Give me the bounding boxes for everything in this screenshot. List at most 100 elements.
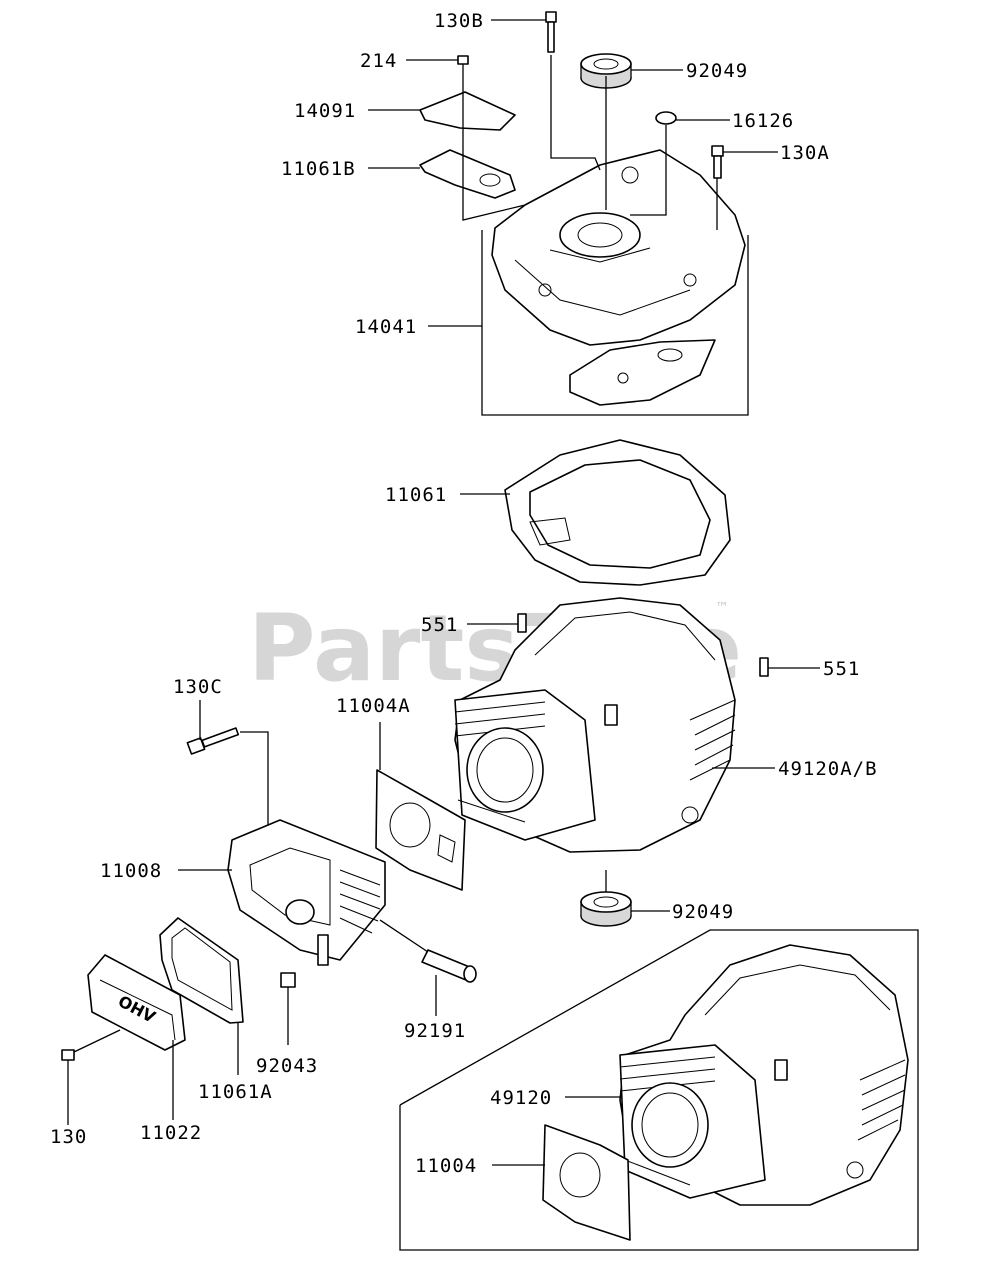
bolt-130A-head[interactable] [711, 145, 724, 157]
cover-rib [549, 247, 651, 263]
block-rim [534, 611, 716, 661]
leader-130B-assy [550, 55, 601, 171]
cover-boss [559, 212, 641, 258]
oil-plate [569, 339, 716, 406]
gasket-11061B-hole [479, 173, 501, 187]
label-92049-top[interactable]: 92049 [686, 60, 748, 82]
cylinder-head-11008[interactable] [227, 819, 386, 966]
pipe-92191[interactable] [421, 949, 477, 983]
plate-14091[interactable] [419, 91, 516, 131]
label-11004[interactable]: 11004 [415, 1155, 477, 1177]
bolt-130B-shank [547, 21, 555, 53]
leader-214-assy [462, 72, 526, 221]
cover-hole-1 [621, 166, 639, 184]
cover-hole-3 [683, 273, 697, 287]
leader-16126-assy [630, 125, 667, 216]
label-551-b[interactable]: 551 [823, 658, 860, 680]
group-box-14041 [481, 230, 749, 416]
bolt-130-shank [73, 1029, 121, 1053]
fin-lines [454, 701, 546, 823]
label-11022[interactable]: 11022 [140, 1122, 202, 1144]
head-pillar [317, 934, 329, 966]
gasket-11061-inner [529, 459, 711, 569]
part-16126[interactable] [655, 111, 677, 125]
bolt-130C-shank [201, 727, 240, 748]
gasket-11061A[interactable] [159, 917, 244, 1024]
block2-bore-inner [641, 1092, 699, 1158]
leader-92191-assy [379, 919, 429, 953]
oil-seal-lower-top [580, 891, 632, 913]
block-hole [681, 806, 699, 824]
block2-rim [704, 964, 891, 1016]
bolt-130B-head[interactable] [545, 11, 557, 23]
block2-boss [774, 1059, 788, 1081]
label-14091[interactable]: 14091 [294, 100, 356, 122]
callout-labels: 130B 214 92049 14091 16126 11061B 130A 1… [50, 10, 878, 1177]
oil-seal-92049-top-bore [593, 58, 619, 70]
head-port [285, 899, 315, 925]
oil-seal-lower-bore [593, 896, 619, 908]
gasket-11061-cutout [529, 517, 571, 546]
bolt-130A-shank [713, 155, 722, 179]
block-boss [604, 704, 618, 726]
cylinder-block-49120[interactable] [619, 944, 909, 1206]
gasket-11004A-slot [437, 834, 456, 863]
label-11008[interactable]: 11008 [100, 860, 162, 882]
cylinder-bore-inner [476, 737, 534, 803]
cover-flange [514, 259, 691, 316]
screw-214[interactable] [457, 55, 469, 65]
cover-bore [577, 222, 623, 248]
bolt-130[interactable] [61, 1029, 121, 1061]
crankcase-cover-group [419, 11, 749, 416]
head-body [227, 819, 386, 961]
label-49120AB[interactable]: 49120A/B [778, 758, 878, 780]
label-11061A[interactable]: 11061A [198, 1081, 273, 1103]
dowel-pin-551-a[interactable] [517, 613, 527, 633]
block2-hole [846, 1161, 864, 1179]
label-16126[interactable]: 16126 [732, 110, 794, 132]
bolt-130-head [61, 1049, 75, 1061]
label-551-a[interactable]: 551 [421, 614, 458, 636]
stud-92043[interactable] [280, 972, 296, 988]
pipe-92191-end [463, 965, 477, 983]
callout-leaders [67, 19, 820, 1166]
oil-seal-92049-lower[interactable] [580, 891, 632, 927]
label-130A[interactable]: 130A [780, 142, 830, 164]
gasket-11061A-inner [171, 927, 233, 1011]
oil-plate-hole [657, 348, 683, 362]
label-92043[interactable]: 92043 [256, 1055, 318, 1077]
cover-edge [99, 979, 176, 1041]
label-92191[interactable]: 92191 [404, 1020, 466, 1042]
label-11004A[interactable]: 11004A [336, 695, 411, 717]
label-130B[interactable]: 130B [434, 10, 484, 32]
cover-hole-2 [538, 283, 552, 297]
label-14041[interactable]: 14041 [355, 316, 417, 338]
group-box-49120 [399, 929, 919, 1251]
label-214[interactable]: 214 [360, 50, 397, 72]
label-11061[interactable]: 11061 [385, 484, 447, 506]
oil-plate-hole-2 [617, 372, 629, 384]
head-gasket-11004[interactable] [542, 1124, 631, 1241]
dowel-pin-551-b[interactable] [759, 657, 769, 677]
head-rocker-chamber [249, 847, 331, 926]
oil-seal-92049-top[interactable] [580, 53, 632, 75]
block2-bore [631, 1082, 709, 1168]
bolt-130C[interactable] [186, 727, 240, 755]
label-49120[interactable]: 49120 [490, 1087, 552, 1109]
label-130C[interactable]: 130C [173, 676, 223, 698]
head-gasket-11004A[interactable] [375, 769, 466, 891]
cylinder-block-49120AB[interactable] [454, 597, 736, 853]
label-130[interactable]: 130 [50, 1126, 87, 1148]
rocker-cover-11022[interactable]: OHV [87, 954, 186, 1051]
block2-side-fins [857, 1059, 906, 1141]
label-11061B[interactable]: 11061B [281, 158, 356, 180]
head-fins [339, 869, 381, 934]
gasket-11004-bore [559, 1152, 601, 1198]
side-fins [689, 699, 736, 781]
block2-fin-lines [619, 1056, 716, 1186]
gasket-11004A-bore [389, 802, 431, 848]
label-92049-lower[interactable]: 92049 [672, 901, 734, 923]
gasket-11061B[interactable] [419, 149, 516, 199]
